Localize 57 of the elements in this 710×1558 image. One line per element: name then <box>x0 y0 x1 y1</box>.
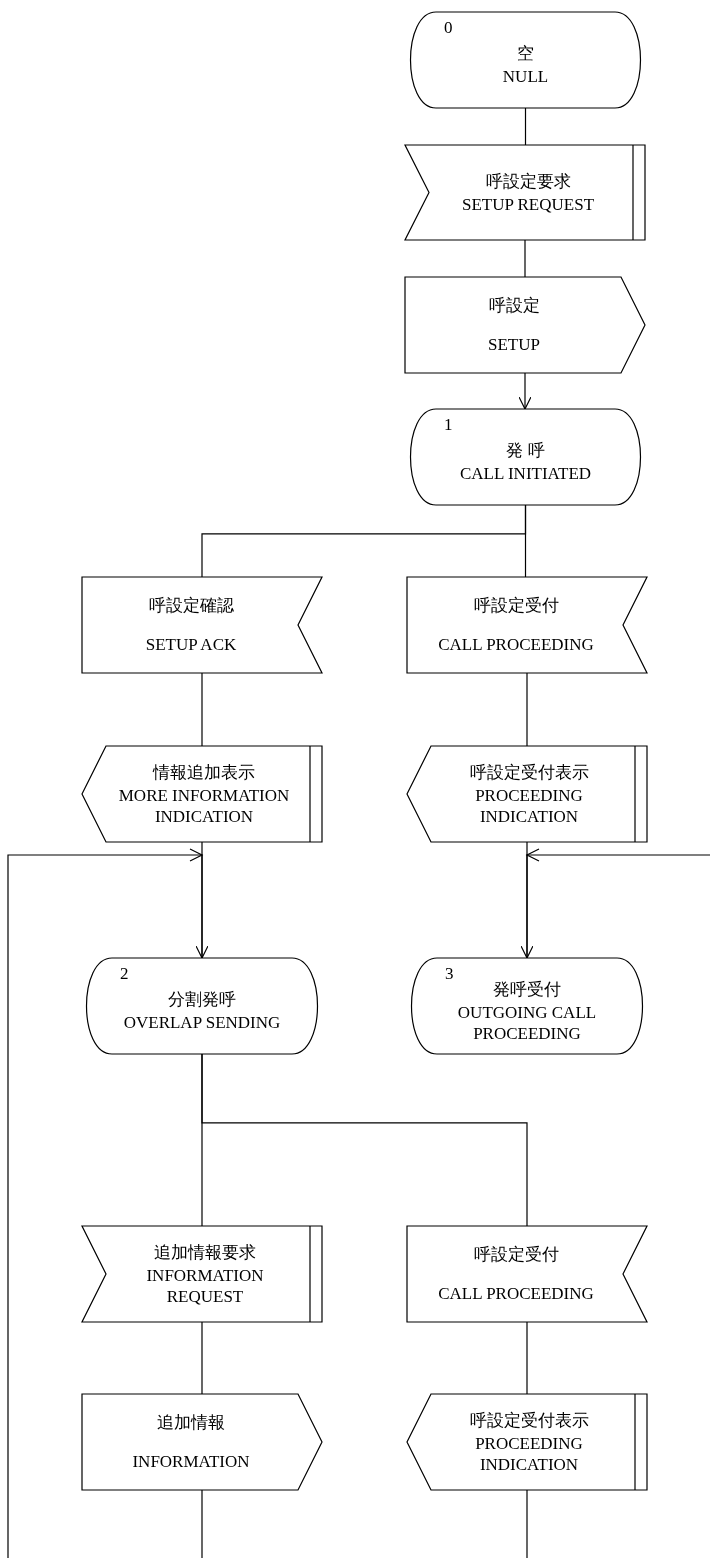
node-title: 情報追加表示 <box>153 761 255 783</box>
connector-line <box>524 107 527 146</box>
node-label: OVERLAP SENDING <box>123 1012 281 1033</box>
connector-line <box>201 1489 203 1558</box>
node-title: 追加情報 <box>157 1412 225 1433</box>
node-label: INFORMATION REQUEST <box>145 1264 265 1307</box>
node-title: 分割発呼 <box>168 989 236 1010</box>
state-number: 3 <box>445 964 454 984</box>
output-signal-box <box>407 1394 647 1490</box>
arrow <box>518 372 532 410</box>
node-label: NULL <box>502 66 549 87</box>
connector-line <box>524 504 527 578</box>
node-label: CALL INITIATED <box>459 463 592 484</box>
output-signal-box <box>82 746 322 842</box>
node-label: SETUP ACK <box>145 634 237 655</box>
input-signal-box <box>407 1226 647 1322</box>
node-title: 発呼受付 <box>493 978 561 1000</box>
node-title: 呼設定受付表示 <box>469 1409 589 1431</box>
node-title: 呼設定要求 <box>485 170 571 192</box>
node-title: 呼設定受付表示 <box>469 761 589 783</box>
node-label: SETUP REQUEST <box>461 193 595 215</box>
node-label: CALL PROCEEDING <box>438 1283 594 1304</box>
node-title: 呼設定受付 <box>473 1244 559 1265</box>
connector-line <box>526 1321 528 1395</box>
output-signal-box <box>82 1394 322 1490</box>
input-signal-box <box>407 577 647 673</box>
node-label: SETUP <box>488 334 540 355</box>
connector-line <box>201 1321 203 1395</box>
input-signal-box <box>82 577 322 673</box>
connector-line <box>201 1053 528 1227</box>
node-title: 呼設定受付 <box>473 595 559 616</box>
node-label: MORE INFORMATION INDICATION <box>117 784 291 827</box>
node-label: CALL PROCEEDING <box>438 634 594 655</box>
input-signal-box <box>405 145 645 240</box>
node-title: 呼設定 <box>488 295 540 316</box>
node-label: OUTGOING CALL PROCEEDING <box>456 1001 598 1044</box>
node-label: PROCEEDING INDICATION <box>474 784 584 827</box>
node-title: 追加情報要求 <box>154 1241 256 1263</box>
connector-line <box>526 1489 528 1558</box>
node-label: INFORMATION <box>132 1451 250 1472</box>
node-title: 発 呼 <box>506 440 545 461</box>
state-number: 2 <box>120 964 129 984</box>
arrow <box>7 848 203 1558</box>
node-title: 呼設定確認 <box>148 595 234 616</box>
state-number: 1 <box>444 415 453 435</box>
connector-line <box>524 239 526 278</box>
arrow <box>520 841 534 959</box>
node-title: 空 <box>517 43 534 64</box>
connector-line <box>201 672 203 747</box>
connector-line <box>526 672 528 747</box>
arrow <box>526 848 710 959</box>
output-signal-box <box>405 277 645 373</box>
output-signal-box <box>407 746 647 842</box>
input-signal-box <box>82 1226 322 1322</box>
arrow <box>195 841 209 959</box>
node-label: PROCEEDING INDICATION <box>474 1432 584 1475</box>
state-number: 0 <box>444 18 453 38</box>
